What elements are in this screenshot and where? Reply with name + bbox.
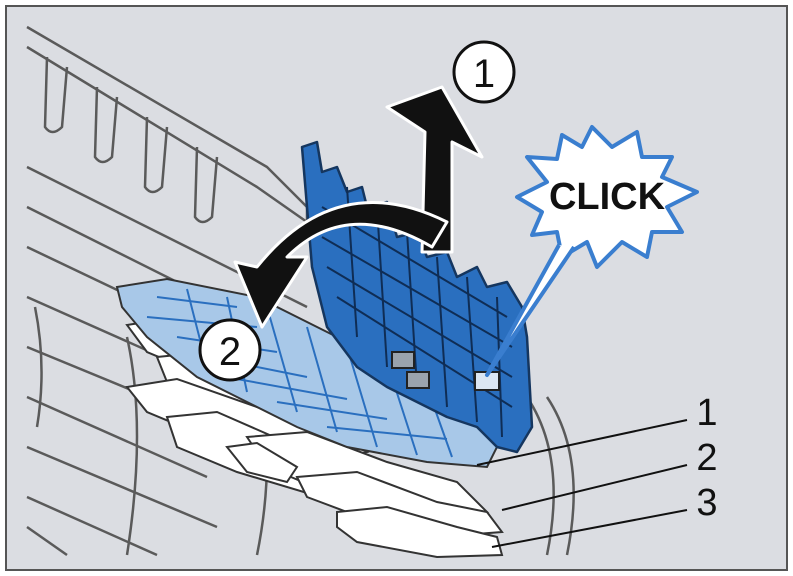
callout-line-3 [492,510,687,547]
step-badge-2: 2 [200,320,260,380]
step-badge-1: 1 [454,42,514,102]
callout-label-2: 2 [696,437,717,479]
callout-label-1: 1 [696,392,717,434]
click-text: CLICK [549,176,666,218]
dishwasher-rack-diagram: 1 2 CLICK 1 2 3 [5,5,788,571]
diagram-canvas: 1 2 CLICK 1 2 3 [7,7,786,569]
step-badge-2-label: 2 [219,330,241,374]
callout-line-2 [502,465,687,510]
callout-label-3: 3 [696,482,717,524]
step-badge-1-label: 1 [473,52,495,96]
